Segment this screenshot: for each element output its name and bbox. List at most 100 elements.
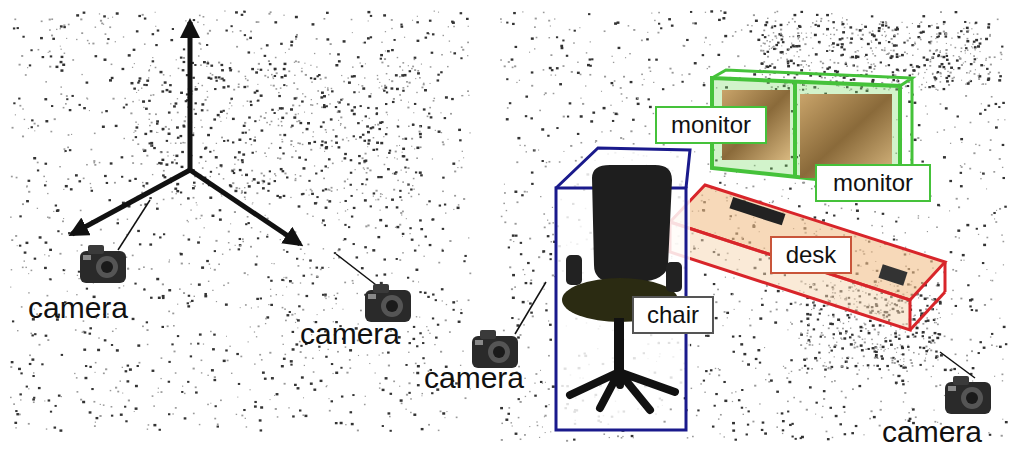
cloud-point [30,333,32,334]
cloud-point [316,38,318,40]
cloud-point [133,88,136,90]
cloud-point [237,159,239,161]
cloud-point [275,57,277,58]
cloud-point [262,371,265,373]
cloud-point [421,87,423,89]
cloud-point [878,42,881,44]
cloud-point [632,119,635,121]
cloud-point [469,273,471,275]
cloud-point [95,422,96,423]
cloud-point [214,376,216,378]
cloud-point [972,367,975,369]
cloud-point [377,236,380,238]
cloud-point [172,313,174,315]
cloud-point [965,53,966,54]
cloud-point [251,307,252,308]
cloud-point [402,90,404,92]
cloud-point [337,213,338,214]
cloud-point [314,202,317,204]
cloud-point [855,365,858,367]
cloud-point [210,65,213,67]
cloud-point [367,11,370,13]
cloud-point [427,296,430,298]
cloud-point [500,18,502,20]
cloud-point [417,365,420,367]
cloud-point [999,208,1001,210]
cloud-point [25,267,27,268]
cloud-point [135,121,137,122]
cloud-point [414,59,416,60]
cloud-point [385,198,386,199]
cloud-point [24,119,25,120]
cloud-point [417,40,420,42]
cloud-point [281,365,284,367]
cloud-point [103,373,105,375]
cloud-point [325,207,328,209]
cloud-point [549,253,552,255]
cloud-point [397,180,399,181]
cloud-point [115,41,116,42]
cloud-point [409,227,411,229]
cloud-point [418,281,419,282]
cloud-point [31,334,33,336]
cloud-point [462,351,463,352]
cloud-point [213,334,215,336]
cloud-point [50,411,52,413]
cloud-point [927,113,928,114]
cloud-point [128,54,131,56]
cloud-point [774,321,777,323]
cloud-point [300,248,302,250]
cloud-point [231,105,232,106]
cloud-point [344,282,346,284]
cloud-point [257,237,259,239]
cloud-point [525,282,528,284]
cloud-point [155,44,157,46]
cloud-point [527,300,528,301]
cloud-point [172,413,173,414]
cloud-point [16,413,19,415]
cloud-point [181,263,183,265]
cloud-point [402,236,403,237]
cloud-point [61,354,63,356]
cloud-point [469,132,470,133]
cloud-point [111,415,113,417]
cloud-point [463,198,465,200]
cloud-point [973,61,975,63]
cloud-point [437,79,440,81]
cloud-point [16,177,18,179]
cloud-point [426,326,427,327]
cloud-point [17,330,18,331]
cloud-point [265,215,266,216]
cloud-point [396,258,398,260]
cloud-point [22,203,24,205]
cloud-point [49,19,51,21]
cloud-point [220,400,222,402]
cloud-point [335,422,338,424]
cloud-point [453,209,454,210]
cloud-point [265,323,266,324]
cloud-point [20,372,22,374]
cloud-point [295,60,297,62]
cloud-point [462,151,463,152]
cloud-point [552,234,554,236]
cloud-point [509,266,511,268]
cloud-point [705,335,707,337]
cloud-point [347,179,348,180]
cloud-point [446,304,447,305]
cloud-point [76,14,79,16]
cloud-point [419,171,422,173]
cloud-point [201,215,203,217]
cloud-point [387,50,390,52]
cloud-point [782,41,785,43]
cloud-point [439,205,441,207]
cloud-point [370,15,372,17]
cloud-point [385,133,387,135]
cloud-point [78,278,79,279]
cloud-point [291,314,293,316]
cloud-point [435,299,437,301]
cloud-point [243,11,245,13]
cloud-point [63,24,65,26]
cloud-point [76,377,78,378]
cloud-point [344,153,347,155]
cloud-point [280,43,283,45]
